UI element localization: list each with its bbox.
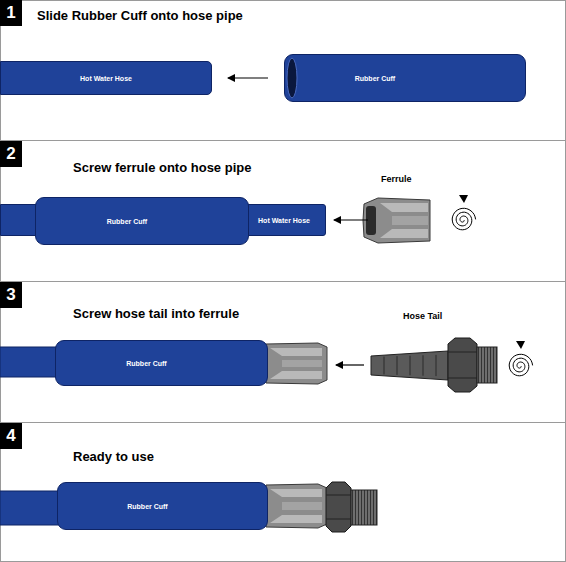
part-name: Rubber Cuff (126, 360, 166, 367)
step-heading: Screw hose tail into ferrule (73, 306, 239, 321)
rubber-cuff: Rubber Cuff (55, 340, 268, 386)
part-name: Rubber Cuff (107, 218, 147, 225)
ferrule (363, 198, 430, 243)
part-name: Hot Water Hose (80, 75, 132, 82)
hose-tail (326, 482, 377, 532)
step-number: 2 (0, 141, 22, 167)
rubber-cuff: Rubber Cuff (284, 54, 526, 102)
part-name: Rubber Cuff (355, 75, 395, 82)
step-heading: Screw ferrule onto hose pipe (73, 160, 251, 175)
step-number-text: 3 (6, 285, 15, 305)
rotation-symbol (452, 195, 532, 376)
panel-divider (0, 422, 566, 423)
rubber-cuff: Rubber Cuff (57, 482, 268, 530)
direction-arrow (228, 77, 268, 78)
step-heading: Slide Rubber Cuff onto hose pipe (37, 8, 243, 23)
part-name: Rubber Cuff (127, 503, 167, 510)
ferrule (266, 343, 327, 384)
hot-water-hose: Hot Water Hose (0, 61, 212, 95)
panel-divider (0, 140, 566, 141)
step-number: 3 (0, 282, 22, 308)
step-number-text: 1 (6, 3, 15, 23)
step-number: 1 (0, 0, 22, 26)
ferrule (266, 484, 327, 528)
step-number: 4 (0, 423, 22, 449)
hose (0, 491, 62, 525)
step-number-text: 4 (6, 426, 15, 446)
cuff-opening (284, 54, 526, 102)
direction-arrow (336, 364, 364, 365)
part-label: Hose Tail (403, 311, 442, 321)
panel-divider (0, 281, 566, 282)
direction-arrow (334, 219, 368, 220)
rubber-cuff: Rubber Cuff (35, 197, 249, 245)
step-heading: Ready to use (73, 449, 154, 464)
part-label: Ferrule (381, 174, 412, 184)
hose-tail (371, 338, 497, 392)
hose (0, 347, 62, 377)
step-number-text: 2 (6, 144, 15, 164)
part-name: Hot Water Hose (258, 217, 310, 224)
